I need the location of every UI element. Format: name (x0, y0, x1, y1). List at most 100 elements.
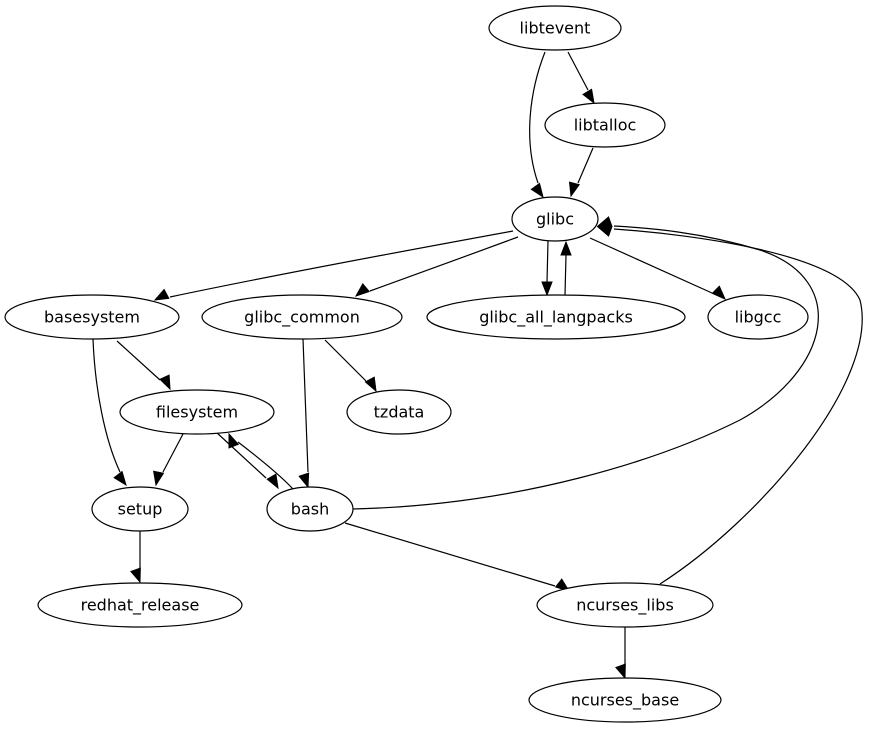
node-shape (528, 677, 722, 723)
node-label: libgcc (735, 308, 782, 327)
node-shape (536, 582, 714, 628)
edge-glibc_all_langpacks-to-glibc (560, 240, 572, 296)
edge-line (567, 51, 589, 91)
edge-glibc-to-libgcc (589, 237, 726, 300)
edge-glibc-to-glibc_common (354, 236, 519, 297)
edge-line (302, 338, 309, 473)
node-label: bash (291, 500, 329, 519)
edge-line (369, 236, 519, 292)
arrowhead-icon (153, 288, 170, 301)
edge-line (169, 230, 514, 298)
edge-line (237, 441, 294, 490)
node-redhat-release[interactable]: redhat_release (37, 582, 243, 628)
edge-line (162, 433, 184, 473)
node-label: ncurses_base (571, 691, 679, 711)
arrowhead-icon (596, 216, 613, 227)
node-label: filesystem (156, 403, 238, 422)
node-setup[interactable]: setup (91, 486, 189, 532)
node-filesystem[interactable]: filesystem (119, 389, 275, 435)
node-ncurses-libs[interactable]: ncurses_libs (536, 582, 714, 628)
edge-bash-to-filesystem (228, 432, 294, 490)
edge-libtalloc-to-glibc (568, 147, 594, 198)
edge-line (529, 51, 546, 184)
node-shape (4, 294, 180, 340)
edge-line (613, 228, 863, 585)
node-glibc-common[interactable]: glibc_common (201, 294, 403, 340)
arrowhead-icon (530, 182, 544, 199)
edge-line (116, 340, 161, 381)
edge-line (589, 237, 713, 294)
edge-basesystem-to-setup (92, 338, 127, 487)
node-libtevent[interactable]: libtevent (488, 5, 622, 51)
arrowhead-icon (541, 281, 553, 297)
node-label: redhat_release (81, 596, 200, 616)
node-label: ncurses_libs (576, 596, 674, 616)
arrowhead-icon (113, 470, 127, 487)
node-shape (426, 294, 686, 340)
arrowhead-icon (364, 376, 377, 393)
node-shape (707, 294, 809, 340)
arrowhead-icon (354, 282, 371, 297)
edge-libtevent-to-libtalloc (567, 51, 595, 105)
edge-line (92, 338, 121, 473)
arrowhead-icon (560, 240, 572, 256)
node-shape (544, 102, 666, 148)
edge-line (546, 240, 549, 283)
node-ncurses-base[interactable]: ncurses_base (528, 677, 722, 723)
node-label: glibc (536, 210, 574, 229)
arrowhead-icon (615, 663, 626, 680)
edge-line (215, 431, 267, 479)
edge-glibc-to-basesystem (153, 230, 514, 301)
arrowhead-icon (159, 374, 171, 391)
node-shape (37, 582, 243, 628)
node-shape (119, 389, 275, 435)
edge-ncurses_libs-to-ncurses_base (615, 627, 626, 680)
node-label: libtevent (520, 19, 591, 38)
edge-line (344, 522, 556, 587)
edge-bash-to-glibc (352, 216, 819, 510)
edge-ncurses_libs-to-glibc (596, 226, 863, 585)
node-label: basesystem (44, 308, 140, 327)
edge-line (564, 254, 567, 296)
node-shape (346, 389, 452, 435)
edge-filesystem-to-setup (153, 433, 184, 487)
node-shape (511, 196, 599, 242)
edge-line (324, 339, 367, 382)
node-shape (266, 486, 354, 532)
node-shape (91, 486, 189, 532)
node-glibc[interactable]: glibc (511, 196, 599, 242)
arrowhead-icon (266, 473, 279, 490)
node-bash[interactable]: bash (266, 486, 354, 532)
node-libtalloc[interactable]: libtalloc (544, 102, 666, 148)
edge-line (577, 147, 594, 184)
edge-setup-to-redhat_release (130, 531, 141, 584)
arrowhead-icon (582, 88, 595, 105)
arrowhead-icon (596, 226, 613, 237)
arrowhead-icon (298, 472, 310, 489)
nodes-layer: libtevent libtalloc glibc basesystem glibc_c… (4, 5, 809, 723)
arrowhead-icon (153, 470, 165, 487)
node-libgcc[interactable]: libgcc (707, 294, 809, 340)
node-label: setup (118, 500, 163, 519)
arrowhead-icon (711, 285, 726, 300)
node-label: tzdata (374, 403, 425, 422)
edges-layer (92, 51, 863, 680)
edge-glibc-to-glibc_all_langpacks (541, 240, 553, 297)
edge-line (352, 225, 819, 510)
node-tzdata[interactable]: tzdata (346, 389, 452, 435)
node-label: libtalloc (574, 116, 637, 135)
edge-filesystem-to-bash (215, 431, 279, 490)
node-shape (201, 294, 403, 340)
node-basesystem[interactable]: basesystem (4, 294, 180, 340)
arrowhead-icon (568, 181, 581, 198)
edge-bash-to-ncurses_libs (344, 522, 571, 592)
arrowhead-icon (228, 432, 240, 449)
node-label: glibc_all_langpacks (479, 308, 633, 328)
node-label: glibc_common (244, 308, 360, 328)
node-shape (488, 5, 622, 51)
edge-glibc_common-to-tzdata (324, 339, 377, 393)
edge-glibc_common-to-bash (298, 338, 310, 489)
arrowhead-icon (130, 567, 141, 584)
node-glibc-all-langpacks[interactable]: glibc_all_langpacks (426, 294, 686, 340)
